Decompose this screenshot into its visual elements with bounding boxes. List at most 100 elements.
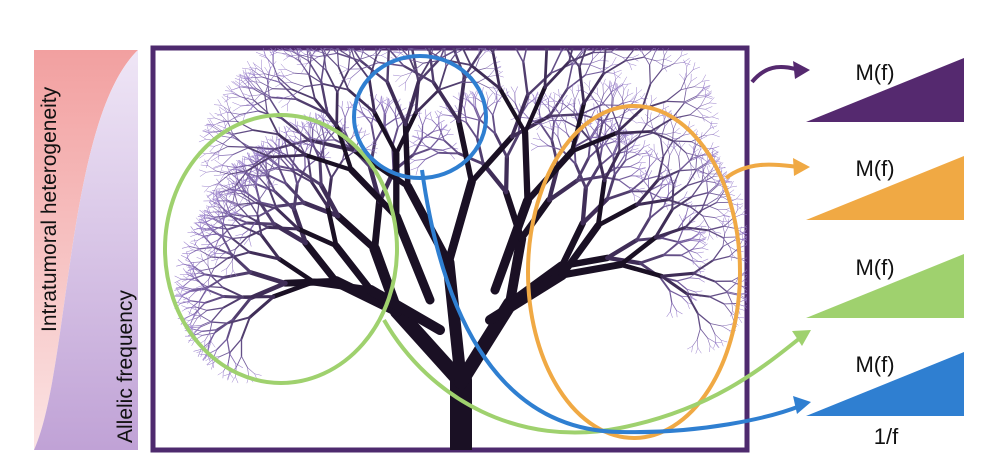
tree-branch	[740, 258, 747, 263]
tree-branch	[265, 136, 269, 144]
tree-branch	[325, 48, 340, 51]
tree-branch	[214, 211, 222, 214]
tree-branch	[211, 224, 215, 232]
tree-branch	[669, 289, 673, 304]
tree-branch	[632, 39, 638, 43]
tree-branch	[313, 97, 339, 128]
tree-branch	[317, 132, 324, 144]
tree-branch	[203, 236, 215, 248]
tree-branch	[468, 0, 469, 1]
tree-branch	[227, 178, 234, 184]
tree-branch	[498, 9, 500, 28]
tree-branch	[336, 48, 340, 68]
tree-branch	[187, 311, 194, 316]
tree-branch	[360, 61, 380, 70]
tree-branch	[214, 194, 221, 196]
tree-branch	[260, 140, 269, 144]
tree-branch	[271, 179, 275, 186]
tree-branch	[187, 246, 194, 251]
tree-branch	[276, 256, 317, 285]
tree-branch	[643, 140, 646, 148]
tree-branch	[708, 291, 727, 298]
tree-branch	[687, 345, 693, 350]
allelic-frequency-label: Allelic frequency	[114, 290, 137, 443]
tree-branch	[257, 148, 265, 151]
tree-branch	[379, 21, 386, 24]
tree-branch	[571, 49, 583, 65]
tree-branch	[676, 239, 691, 245]
tree-branch	[304, 83, 325, 88]
tree-branch	[605, 189, 632, 201]
tree-branch	[268, 157, 282, 168]
tree-branch	[629, 35, 636, 38]
tree-branch	[558, 261, 625, 279]
tree-branch	[200, 321, 213, 328]
tree-branch	[543, 60, 571, 89]
tree-branch	[425, 145, 440, 154]
tree-branch	[203, 130, 211, 134]
tree-branch	[594, 131, 599, 139]
tree-branch	[336, 70, 350, 94]
tree-branch	[287, 94, 294, 104]
tree-branch	[706, 181, 709, 195]
tree-branch	[380, 96, 383, 104]
tree-branch	[464, 38, 471, 39]
tree-branch	[319, 26, 322, 32]
tree-branch	[180, 285, 184, 294]
tree-branch	[386, 4, 395, 8]
tree-branch	[207, 288, 211, 295]
tree-branch	[200, 250, 212, 258]
tree-branch	[573, 136, 592, 148]
tree-branch	[307, 159, 313, 183]
tree-branch	[301, 39, 308, 46]
tree-branch	[536, 123, 542, 131]
tree-branch	[324, 48, 333, 59]
tree-branch	[340, 33, 349, 42]
tree-branch	[322, 142, 325, 159]
tree-branch	[286, 133, 292, 141]
tree-branch	[688, 144, 695, 150]
tree-branch	[660, 236, 680, 243]
tree-branch	[239, 167, 245, 174]
tree-branch	[613, 8, 616, 18]
tree-branch	[205, 229, 215, 231]
tree-branch	[404, 27, 410, 30]
tree-branch	[213, 229, 221, 235]
tree-branch	[701, 169, 705, 184]
tree-branch	[189, 248, 200, 255]
tree-branch	[611, 118, 614, 126]
tree-branch	[425, 5, 435, 12]
tree-branch	[501, 0, 507, 1]
tree-branch	[739, 226, 742, 234]
green-region-ellipse	[163, 113, 399, 385]
tree-branch	[284, 182, 306, 205]
tree-branch	[202, 130, 210, 134]
tree-branch	[532, 0, 538, 4]
tree-branch	[611, 84, 623, 92]
tree-branch	[306, 138, 357, 153]
tree-branch	[558, 221, 602, 279]
tree-branch	[302, 36, 312, 37]
tree-branch	[201, 160, 209, 164]
tree-branch	[430, 0, 431, 10]
tree-branch	[422, 15, 424, 22]
tree-branch	[268, 75, 275, 83]
tree-branch	[662, 202, 677, 208]
tree-branch	[715, 156, 721, 162]
tree-branch	[211, 321, 229, 324]
tree-branch	[367, 37, 374, 40]
tree-branch	[419, 136, 431, 139]
tree-branch	[476, 22, 484, 28]
tree-branch	[593, 3, 600, 10]
tree-branch	[211, 307, 224, 322]
tree-branch	[366, 17, 375, 21]
tree-branch	[226, 338, 231, 355]
tree-branch	[602, 6, 607, 15]
tree-branch	[276, 48, 280, 50]
tree-branch	[707, 225, 725, 231]
tree-branch	[564, 123, 568, 135]
left-axis-bar	[34, 50, 138, 450]
tree-branch	[618, 235, 658, 267]
tree-branch	[680, 295, 688, 304]
tree-branch	[277, 74, 286, 77]
